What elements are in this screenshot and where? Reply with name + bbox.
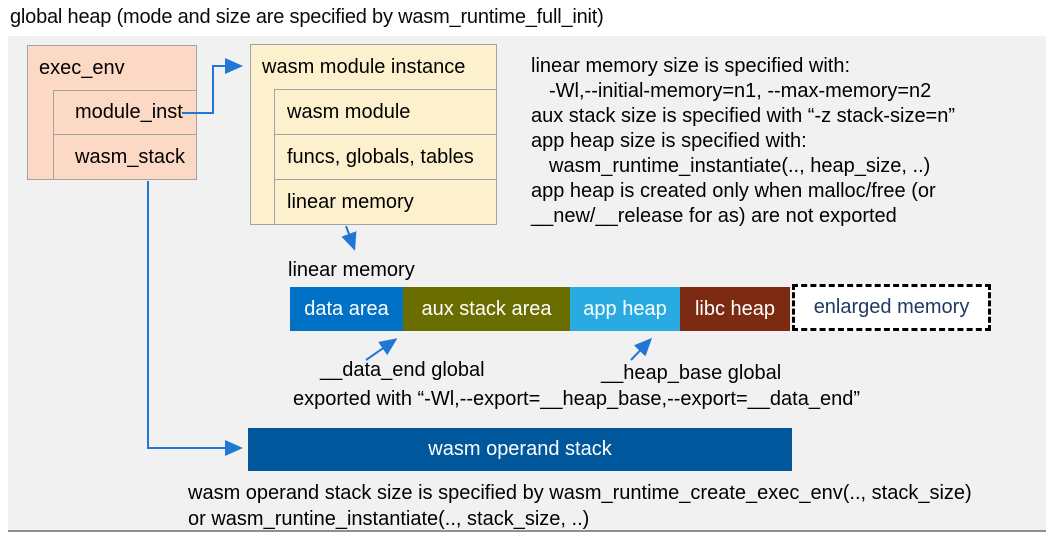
segment-libc-heap: libc heap	[680, 287, 790, 331]
operand-stack-notes: wasm operand stack size is specified by …	[188, 480, 972, 532]
note-line: app heap size is specified with:	[531, 130, 807, 152]
segment-aux-stack-area: aux stack area	[403, 287, 570, 331]
note-line: app heap is created only when malloc/fre…	[531, 180, 936, 202]
export-flags-label: exported with “-Wl,--export=__heap_base,…	[293, 388, 860, 410]
note-line: wasm operand stack size is specified by …	[188, 482, 972, 504]
note-line: linear memory size is specified with:	[531, 55, 850, 77]
module-instance-title: wasm module instance	[262, 55, 466, 78]
exec-env-title: exec_env	[39, 56, 125, 79]
segment-data-area: data area	[290, 287, 403, 331]
module-instance-row-wasm-module: wasm module	[274, 89, 497, 135]
data-end-global-label: __data_end global	[320, 359, 485, 381]
heap-base-global-label: __heap_base global	[601, 362, 782, 384]
wasm-operand-stack-bar: wasm operand stack	[248, 428, 792, 471]
memory-size-notes: linear memory size is specified with: -W…	[531, 54, 955, 229]
linear-memory-label: linear memory	[288, 259, 415, 281]
note-line: or wasm_runtine_instantiate(.., stack_si…	[188, 508, 590, 530]
diagram-title: global heap (mode and size are specified…	[10, 6, 604, 28]
segment-enlarged-memory: enlarged memory	[792, 284, 991, 331]
note-line: aux stack size is specified with “-z sta…	[531, 105, 956, 127]
note-line: wasm_runtime_instantiate(.., heap_size, …	[549, 155, 931, 177]
module-instance-row-funcs-globals-tables: funcs, globals, tables	[274, 134, 497, 180]
segment-app-heap: app heap	[570, 287, 680, 331]
exec-env-row-module-inst: module_inst	[53, 90, 197, 135]
exec-env-row-wasm-stack: wasm_stack	[53, 134, 197, 180]
note-line: __new/__release for as) are not exported	[531, 205, 897, 227]
note-line: -Wl,--initial-memory=n1, --max-memory=n2	[549, 80, 932, 102]
module-instance-row-linear-memory: linear memory	[274, 179, 497, 225]
